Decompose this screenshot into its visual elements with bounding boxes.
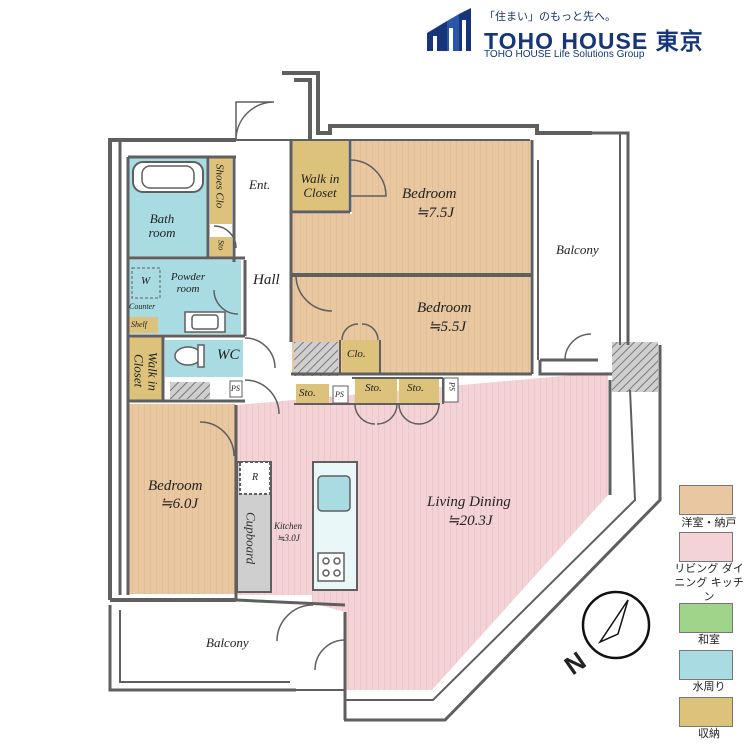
doors xyxy=(199,101,592,671)
bedroom-1-size: ≒7.5J xyxy=(416,205,454,221)
walk-in-closet-1-fill xyxy=(292,140,348,212)
bedroom-1-name: Bedroom xyxy=(402,186,457,202)
sto-1-fill xyxy=(296,384,329,404)
living-dining-fill xyxy=(237,372,608,690)
shelf-fill xyxy=(128,317,158,333)
bath-room-label: Bath room xyxy=(148,211,176,240)
sto-3-fill xyxy=(399,378,439,404)
brand-name: TOHO HOUSE 東京 xyxy=(484,28,704,54)
sto-2-fill xyxy=(355,378,397,404)
north-arrow-icon xyxy=(581,590,651,660)
toho-house-logo xyxy=(427,8,471,51)
legend-swatch-western-room xyxy=(679,485,733,515)
living-dining-size: ≒20.3J xyxy=(447,513,493,529)
balcony-east-label: Balcony xyxy=(556,242,599,257)
sto-3-label: Sto. xyxy=(407,382,424,394)
shelf-label: Shelf xyxy=(131,320,147,329)
refrigerator-label: R xyxy=(252,472,259,483)
bedroom-3-fill xyxy=(128,404,236,594)
bedroom-2-size: ≒5.5J xyxy=(428,319,466,335)
hall-label: Hall xyxy=(253,272,280,288)
wc-label: WC xyxy=(217,347,240,363)
legend-swatch-ldk xyxy=(679,532,733,562)
sto-2-label: Sto. xyxy=(365,382,382,394)
entrance-label: Ent. xyxy=(249,177,271,192)
bedroom-3-size: ≒6.0J xyxy=(160,496,198,512)
legend-label-western-room: 洋室・納戸 xyxy=(681,516,737,529)
brand-tagline: 「住まい」のもっと先へ。 xyxy=(484,10,616,23)
powder-room-label: Powder room xyxy=(170,271,206,295)
balcony-south-label: Balcony xyxy=(206,635,249,650)
bedroom-1-ext-fill xyxy=(292,214,354,273)
closet-label: Clo. xyxy=(347,348,366,360)
column-hatch-2 xyxy=(294,342,338,376)
legend-swatch-storage xyxy=(679,697,733,727)
kitchen-name: Kitchen xyxy=(274,521,302,531)
washer-label: W xyxy=(141,275,151,287)
legend-label-ldk: リビング ダイニング キッチン xyxy=(674,562,744,603)
living-dining-name: Living Dining xyxy=(427,494,511,510)
sto-small-label: Sto xyxy=(216,240,226,251)
closet-fill xyxy=(342,340,380,372)
room-fills xyxy=(128,140,658,690)
brand-subtitle: TOHO HOUSE Life Solutions Group xyxy=(484,49,645,60)
bedroom-3-name: Bedroom xyxy=(148,478,203,494)
ps-2-label: PS xyxy=(335,390,344,399)
walk-in-closet-1-label: Walk in Closet xyxy=(300,171,340,200)
sto-1-label: Sto. xyxy=(299,387,316,399)
walk-in-closet-2-label: Walk in Closet xyxy=(131,351,161,391)
column-hatch-1 xyxy=(170,382,210,399)
shoes-closet-label: Shoes Clo xyxy=(213,164,226,209)
walk-in-closet-2-fill xyxy=(128,335,163,400)
counter-label: Counter xyxy=(129,302,156,311)
ps-1-label: PS xyxy=(231,384,240,393)
legend-label-storage: 収納 xyxy=(698,727,720,740)
kitchen-size: ≒3.0J xyxy=(277,533,300,543)
walls xyxy=(108,71,662,722)
ps-3-label: PS xyxy=(447,382,457,391)
legend-label-water-area: 水周り xyxy=(692,680,726,693)
column-hatch-3 xyxy=(612,342,658,392)
bedroom-2-name: Bedroom xyxy=(417,300,472,316)
sto-small-fill xyxy=(210,237,232,259)
bedroom-1-fill xyxy=(352,140,530,273)
legend-swatch-water-area xyxy=(679,650,733,680)
shoes-closet-fill xyxy=(210,158,232,224)
legend-swatch-japanese-room xyxy=(679,603,733,633)
legend-label-japanese-room: 和室 xyxy=(698,633,720,646)
cupboard-label: Cupboard xyxy=(243,512,259,565)
